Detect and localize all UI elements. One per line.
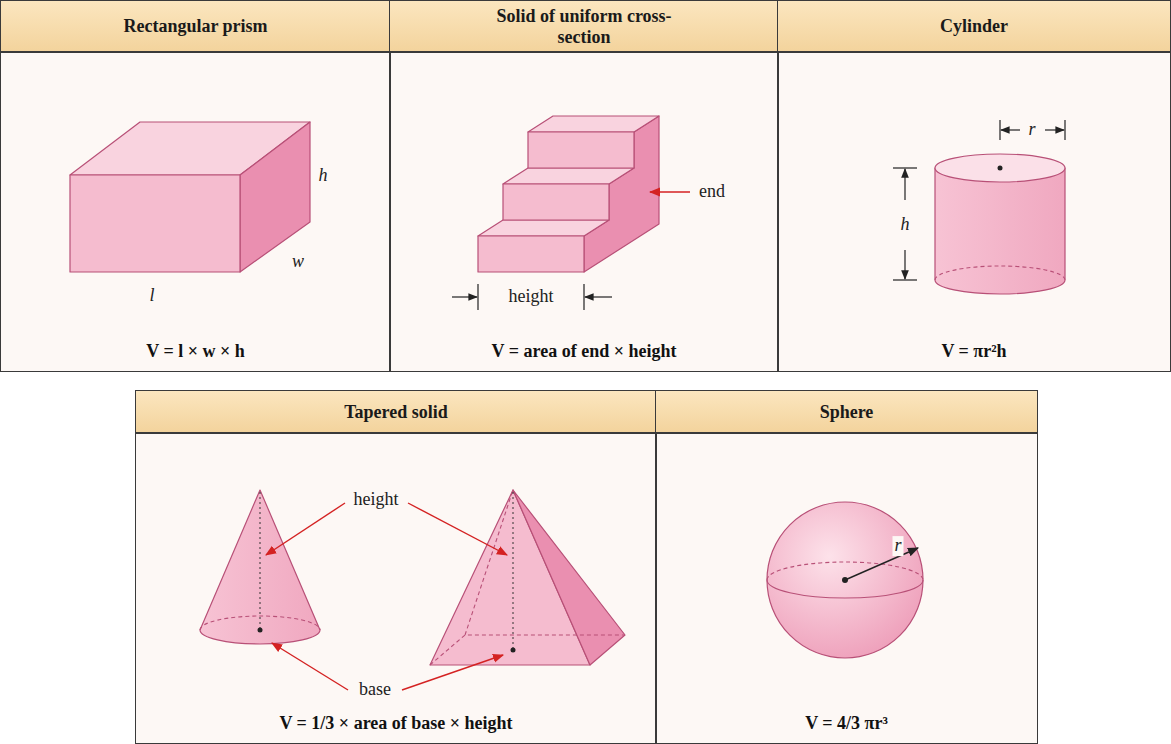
dimension-label: h bbox=[899, 215, 912, 235]
callout-label: height bbox=[352, 490, 401, 510]
formula-cell: V = πr²h bbox=[777, 51, 1171, 372]
header-cell: Tapered solid bbox=[135, 390, 657, 434]
header-text: Cylinder bbox=[940, 16, 1008, 37]
formula-cell: V = area of end × height bbox=[389, 51, 779, 372]
header-cell: Cylinder bbox=[777, 0, 1171, 53]
dimension-label: height bbox=[507, 287, 556, 307]
header-cell: Rectangular prism bbox=[0, 0, 391, 53]
formula-cell: V = 1/3 × area of base × height bbox=[135, 432, 657, 744]
callout-label: end bbox=[697, 182, 727, 202]
dimension-label: r bbox=[892, 536, 903, 556]
formula-text: V = πr²h bbox=[778, 341, 1170, 362]
header-text: Tapered solid bbox=[344, 402, 448, 423]
formula-text: V = 1/3 × area of base × height bbox=[136, 713, 656, 734]
header-text: Sphere bbox=[820, 402, 874, 423]
dimension-label: r bbox=[1026, 120, 1037, 140]
dimension-label: h bbox=[317, 166, 330, 186]
formula-text: V = l × w × h bbox=[1, 341, 390, 362]
header-cell: Sphere bbox=[655, 390, 1038, 434]
formula-cell: V = 4/3 πr³ bbox=[655, 432, 1038, 744]
formula-cell: V = l × w × h bbox=[0, 51, 391, 372]
callout-label: base bbox=[357, 680, 393, 700]
dimension-label: l bbox=[147, 286, 156, 306]
dimension-label: w bbox=[290, 252, 306, 272]
header-text: Rectangular prism bbox=[123, 16, 267, 37]
header-cell: Solid of uniform cross-section bbox=[389, 0, 779, 53]
formula-text: V = area of end × height bbox=[390, 341, 778, 362]
header-text: Solid of uniform cross-section bbox=[479, 6, 689, 47]
formula-text: V = 4/3 πr³ bbox=[656, 713, 1037, 734]
